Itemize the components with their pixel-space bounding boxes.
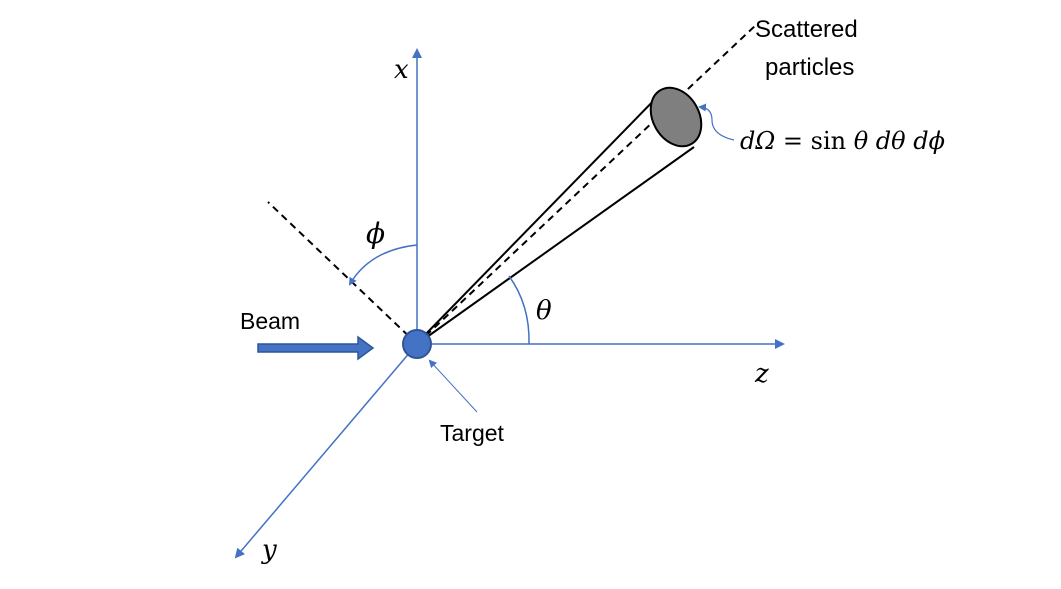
x-axis-label: x: [394, 55, 409, 85]
phi-label: ϕ: [366, 217, 385, 250]
projection-dashed-line: [267, 201, 418, 345]
beam-arrow: [257, 335, 375, 361]
cone-lower-edge: [419, 146, 695, 343]
beam-label: Beam: [240, 308, 300, 334]
y-axis: [234, 343, 418, 559]
target-circle: [402, 329, 432, 359]
phi-arc: [348, 244, 418, 286]
equation-rhs: θ dθ dϕ: [854, 127, 945, 155]
cone-upper-edge: [419, 89, 665, 341]
target-pointer: [428, 359, 478, 413]
solid-angle-pointer: [698, 103, 735, 141]
target-label: Target: [440, 420, 505, 446]
z-axis-label: z: [754, 359, 769, 389]
theta-label: θ: [536, 296, 552, 326]
equation-sin: sin: [811, 127, 854, 155]
scattered-label-line1: Scattered: [755, 16, 858, 43]
equation-lhs: dΩ =: [740, 127, 811, 155]
y-axis-label: y: [261, 535, 277, 565]
solid-angle-equation: dΩ = sin θ dθ dϕ: [740, 127, 945, 155]
solid-angle-ellipse: [649, 86, 703, 148]
theta-arc: [508, 275, 530, 345]
scattering-direction-dashed-line: [416, 23, 758, 345]
scattered-label-line2: particles: [765, 54, 854, 81]
